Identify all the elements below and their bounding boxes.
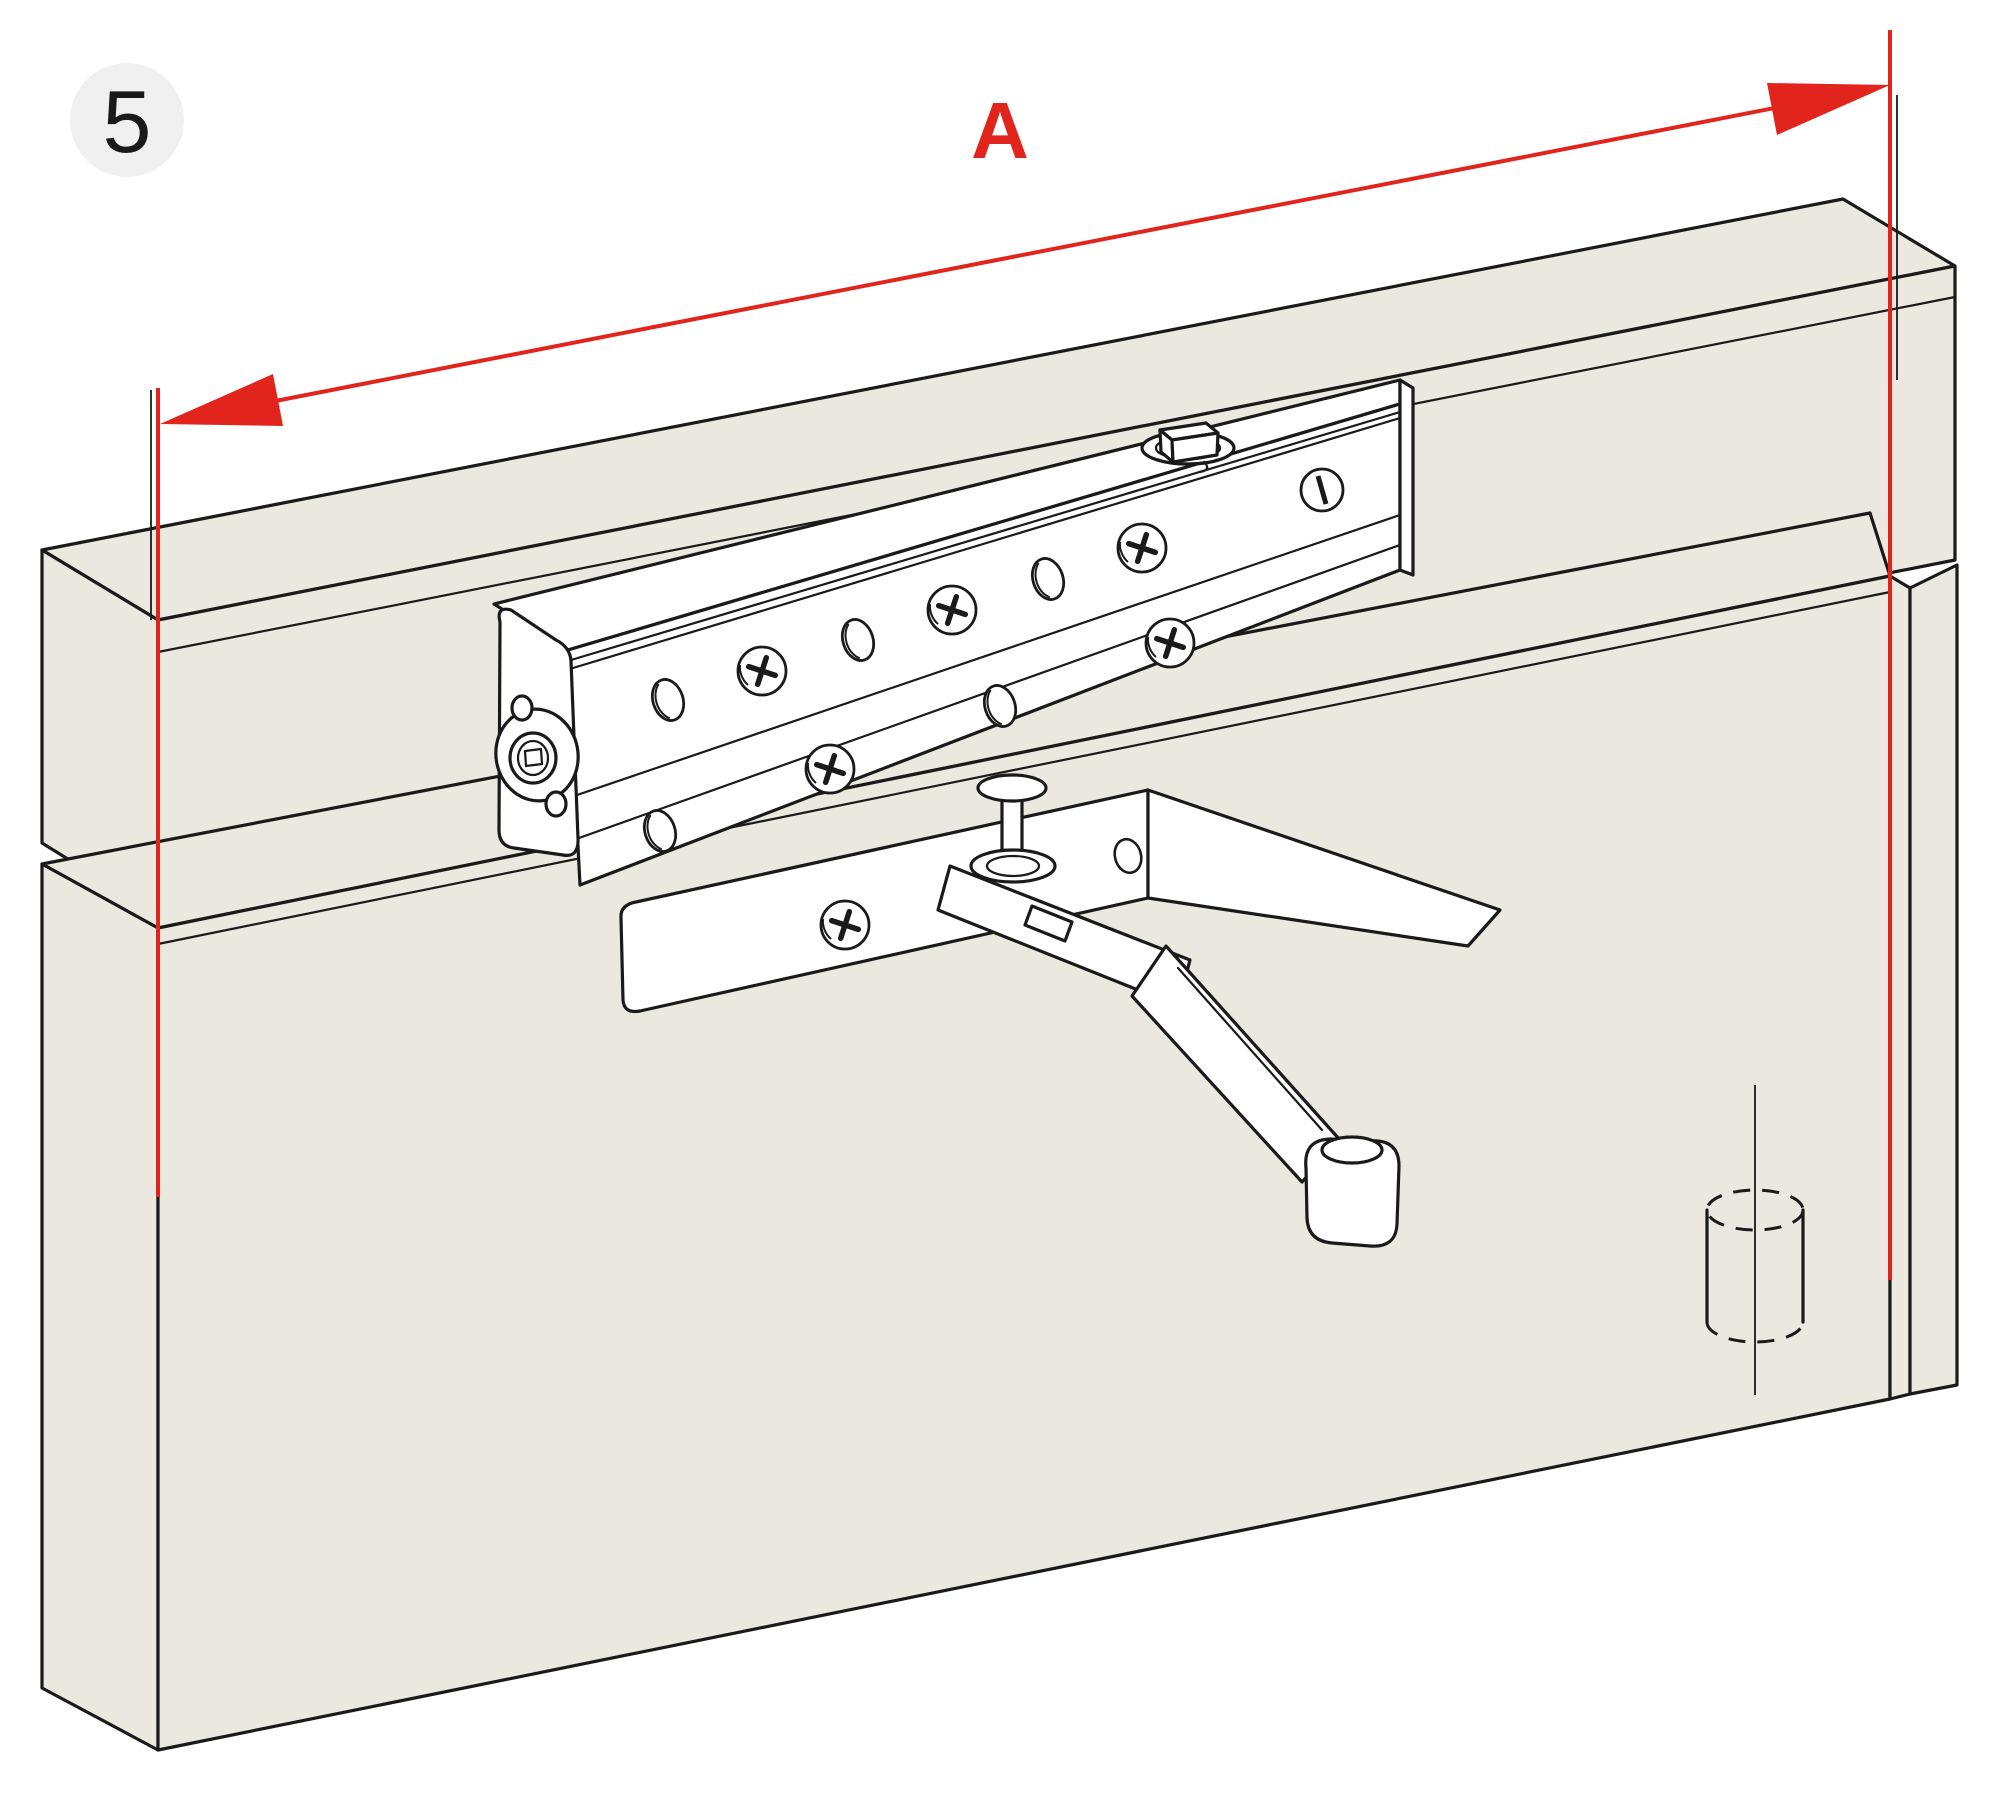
step-badge-circle bbox=[70, 63, 184, 177]
closer-highlight-line-1 bbox=[569, 410, 1402, 662]
closer-right-end bbox=[1398, 378, 1415, 577]
closer-mid-crease bbox=[575, 513, 1402, 797]
valve-inner-ring bbox=[516, 739, 550, 777]
dimension-A: A bbox=[156, 30, 1892, 1280]
door-left-face bbox=[40, 862, 160, 1752]
dimension-line bbox=[259, 103, 1791, 406]
end-cap-hole bbox=[544, 790, 568, 818]
body-screw-icon bbox=[806, 745, 854, 793]
dimension-arrowhead-right bbox=[1767, 83, 1890, 135]
frame-jamb-face bbox=[1908, 563, 1959, 1396]
closer-highlight-line-2 bbox=[571, 416, 1402, 670]
pivot-ring bbox=[985, 854, 1041, 878]
arm-forearm bbox=[1130, 944, 1342, 1184]
plate-hole bbox=[1113, 837, 1143, 875]
dimension-arrowhead-left bbox=[160, 374, 283, 426]
pinion-spindle bbox=[1140, 421, 1236, 474]
closer-arm bbox=[936, 864, 1401, 1248]
body-screw-icon bbox=[1118, 524, 1166, 572]
pinion-tail bbox=[1198, 460, 1209, 474]
mounting-gusset bbox=[1146, 788, 1502, 948]
dimension-label: A bbox=[971, 86, 1029, 175]
arm-shoe-pivot bbox=[1320, 1135, 1384, 1165]
door-right-edge-face bbox=[1888, 574, 1912, 1401]
closer-end-cap bbox=[494, 607, 580, 857]
door-closer-body bbox=[492, 378, 1415, 887]
step-badge-number: 5 bbox=[103, 72, 152, 171]
body-slotted-screw-icon bbox=[1301, 469, 1343, 511]
end-cap-hole bbox=[510, 694, 534, 722]
door-top-groove-line bbox=[156, 590, 1892, 946]
pinion-nut-front bbox=[1170, 431, 1220, 464]
pivot-screw-head bbox=[976, 773, 1048, 803]
arm-adjust-slot bbox=[1023, 904, 1074, 943]
plate-screw-icon bbox=[821, 901, 869, 949]
arm-shoe bbox=[1304, 1137, 1401, 1248]
step-badge: 5 bbox=[70, 63, 184, 177]
arm-forearm-channel-line bbox=[1176, 966, 1324, 1132]
valve-square-socket bbox=[523, 747, 544, 768]
arm-pivot bbox=[969, 773, 1057, 884]
pivot-washer bbox=[969, 848, 1057, 884]
drill-marker-bottom-arc bbox=[1705, 1321, 1805, 1344]
body-screw-icon bbox=[1146, 619, 1194, 667]
body-screw-icon bbox=[928, 586, 976, 634]
body-screw-icon bbox=[738, 647, 786, 695]
drill-hole-marker bbox=[1705, 1085, 1805, 1395]
